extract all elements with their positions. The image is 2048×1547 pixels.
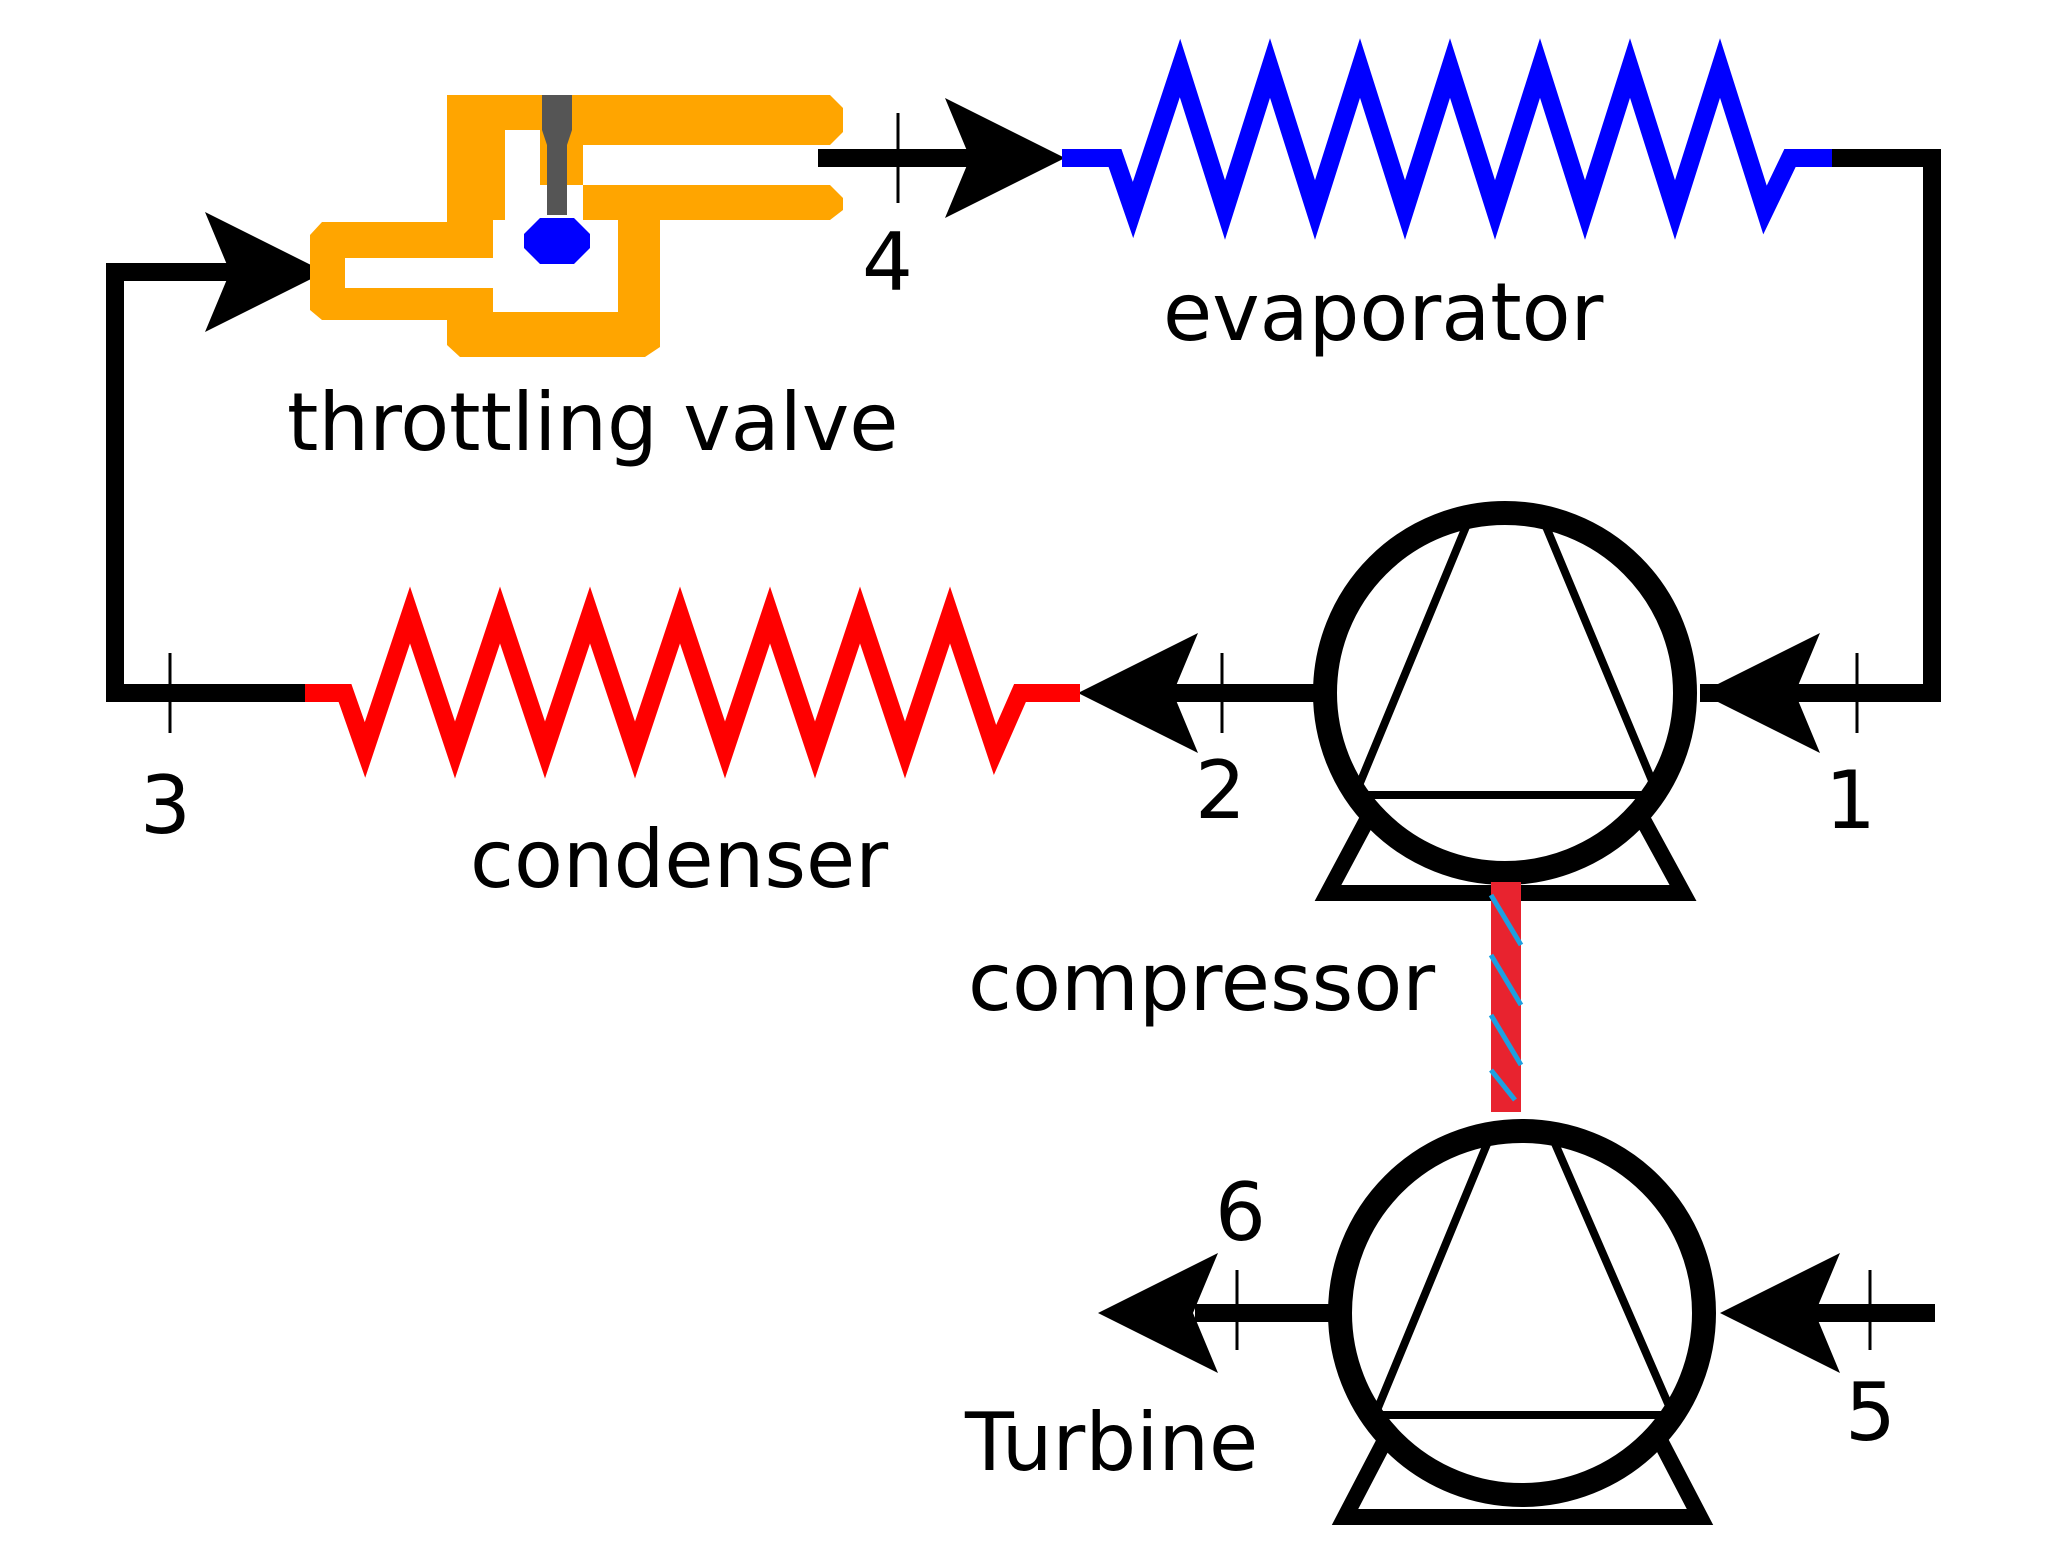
arrow-into-turbine-icon xyxy=(1720,1253,1840,1373)
shaft-stripe xyxy=(1489,1068,1517,1102)
arrow-into-evaporator-icon xyxy=(945,98,1065,218)
evaporator-coil xyxy=(1062,38,1832,240)
turbine-housing xyxy=(1328,1119,1716,1507)
shaft-stripe xyxy=(1488,893,1524,947)
state-point-1: 1 xyxy=(1825,754,1876,847)
valve-ball-icon xyxy=(524,218,590,264)
label-evaporator: evaporator xyxy=(1163,266,1604,359)
label-compressor: compressor xyxy=(968,936,1435,1029)
shaft-stripe xyxy=(1488,1013,1524,1067)
flow-arrows xyxy=(205,98,1840,1373)
label-condenser: condenser xyxy=(470,813,888,906)
label-turbine: Turbine xyxy=(964,1396,1258,1489)
compressor-housing xyxy=(1313,501,1697,885)
condenser-coil xyxy=(305,586,1080,779)
valve-stem xyxy=(542,95,572,215)
state-point-4: 4 xyxy=(862,216,913,309)
throttling-valve xyxy=(310,95,843,357)
arrow-out-of-compressor-icon xyxy=(1078,633,1198,753)
piping xyxy=(106,149,1941,1322)
shaft-stripe xyxy=(1488,953,1524,1007)
state-point-3: 3 xyxy=(140,759,191,852)
turbine xyxy=(1328,1119,1716,1525)
state-point-2: 2 xyxy=(1195,744,1246,837)
arrow-into-valve-icon xyxy=(205,212,325,332)
label-throttling-valve: throttling valve xyxy=(287,376,898,469)
compressor xyxy=(1313,501,1697,901)
state-ticks xyxy=(168,113,1872,1350)
turbine-triangle xyxy=(1369,1128,1680,1419)
arrow-into-compressor-icon xyxy=(1700,633,1820,753)
state-point-6: 6 xyxy=(1215,1166,1266,1259)
state-point-5: 5 xyxy=(1845,1366,1896,1459)
line-evap-to-1 xyxy=(1700,149,1941,702)
shaft xyxy=(1488,882,1524,1112)
line-3-to-valve xyxy=(106,263,305,702)
arrow-out-of-turbine-icon xyxy=(1098,1253,1218,1373)
valve-channel xyxy=(345,130,618,312)
compressor-triangle xyxy=(1349,513,1665,799)
